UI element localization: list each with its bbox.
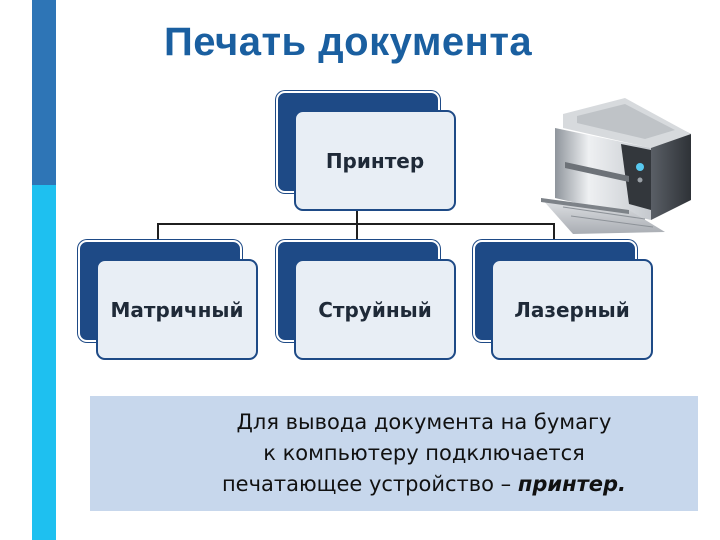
node-matrix-label: Матричный [110, 297, 244, 322]
info-line-1: Для вывода документа на бумагу [236, 410, 612, 434]
side-bar-light [32, 185, 56, 540]
node-laser-front: Лазерный [491, 259, 653, 360]
node-matrix: Матричный [78, 240, 258, 360]
node-laser: Лазерный [473, 240, 653, 360]
info-line-2: к компьютеру подключается [263, 441, 585, 465]
info-box: Для вывода документа на бумагу к компьют… [90, 396, 698, 511]
node-printer: Принтер [276, 91, 456, 211]
connector-root-stem [356, 209, 358, 224]
node-printer-front: Принтер [294, 110, 456, 211]
info-line-3-emphasis: принтер. [517, 472, 627, 496]
printer-icon [541, 98, 691, 234]
connector-left-drop [157, 223, 159, 241]
side-bar-dark [32, 0, 56, 185]
node-laser-label: Лазерный [514, 297, 630, 322]
connector-center-drop [356, 223, 358, 241]
node-matrix-front: Матричный [96, 259, 258, 360]
connector-right-drop [553, 223, 555, 241]
node-inkjet-label: Струйный [318, 297, 432, 322]
page-title: Печать документа [164, 20, 533, 64]
node-printer-label: Принтер [325, 148, 425, 173]
node-inkjet: Струйный [276, 240, 456, 360]
info-line-3-prefix: печатающее устройство – [221, 472, 518, 496]
info-text: Для вывода документа на бумагу к компьют… [162, 407, 626, 500]
node-inkjet-front: Струйный [294, 259, 456, 360]
